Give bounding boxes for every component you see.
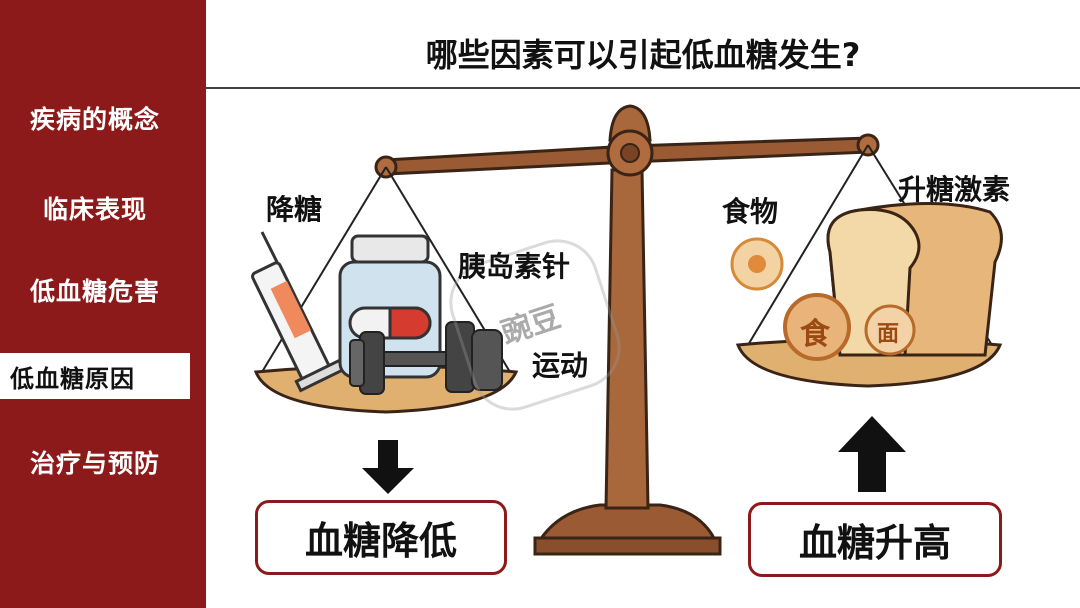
arrow-up-icon: [838, 416, 906, 492]
scale-base-plate: [533, 536, 722, 556]
sidebar-item-label: 临床表现: [42, 195, 147, 224]
insulin-label: 胰岛素针: [458, 250, 571, 283]
sidebar-item-label: 疾病的概念: [29, 105, 160, 134]
exercise-label: 运动: [532, 349, 589, 382]
watermark-stamp: [449, 239, 621, 411]
sidebar-item-harm[interactable]: 低血糖危害: [0, 268, 190, 312]
scale-top: [608, 104, 652, 142]
sidebar: 疾病的概念 临床表现 低血糖危害 低血糖原因 治疗与预防: [0, 0, 206, 608]
blood-sugar-down-text: 血糖降低: [304, 519, 457, 563]
dumbbell-icon: [349, 321, 503, 395]
arrow-down-icon: [362, 440, 414, 494]
hormone-label: 升糖激素: [898, 173, 1011, 206]
scale-base: [537, 503, 718, 542]
food-label: 食物: [722, 195, 779, 228]
sidebar-item-label: 低血糖原因: [10, 363, 135, 393]
scale-pivot-center: [620, 143, 640, 163]
blood-sugar-down-box: 血糖降低: [255, 500, 507, 575]
noodle-coin-char: 面: [877, 322, 900, 347]
pill-icon: [348, 306, 432, 340]
blood-sugar-up-text: 血糖升高: [798, 521, 951, 565]
slide-title: 哪些因素可以引起低血糖发生?: [425, 36, 861, 74]
food-coin-icon: [783, 293, 851, 361]
noodle-coin-icon: [864, 304, 916, 356]
sidebar-item-causes[interactable]: 低血糖原因: [0, 353, 190, 399]
sidebar-item-treatment[interactable]: 治疗与预防: [0, 440, 190, 484]
blood-sugar-up-box: 血糖升高: [748, 502, 1002, 577]
syringe-icon: [251, 231, 348, 393]
scale-pillar: [604, 168, 650, 510]
sidebar-item-label: 治疗与预防: [29, 449, 160, 478]
sidebar-item-label: 低血糖危害: [29, 277, 160, 306]
food-coin-char: 食: [800, 317, 830, 352]
sun-coin-icon: [730, 237, 784, 291]
sidebar-item-clinical[interactable]: 临床表现: [0, 186, 190, 230]
sidebar-item-concept[interactable]: 疾病的概念: [0, 96, 190, 140]
lowering-heading: 降糖: [266, 193, 323, 226]
title-divider: [206, 87, 1080, 89]
